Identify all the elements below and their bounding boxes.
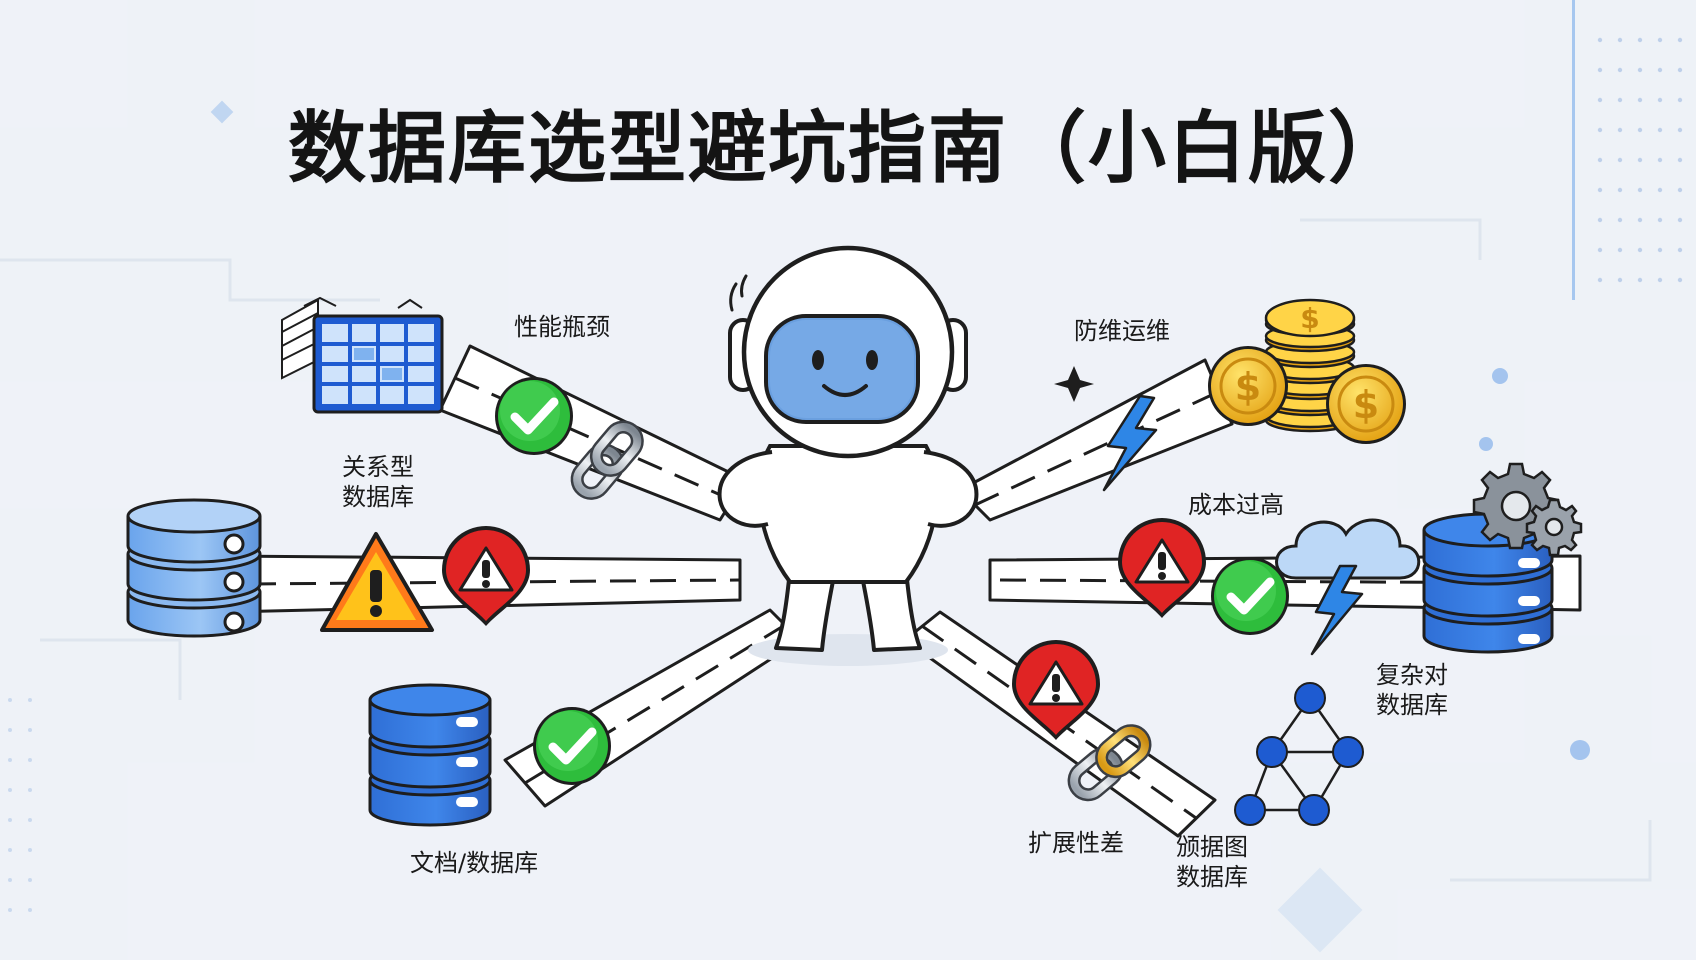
label-graph-line2: 数据库: [1176, 863, 1248, 891]
label-performance: 性能瓶颈: [514, 313, 610, 341]
label-graph: 颁据图 数据库: [1176, 832, 1248, 892]
label-complex: 复杂对 数据库: [1376, 660, 1448, 720]
label-relational-line1: 关系型: [342, 453, 414, 481]
check-icon-performance: [495, 377, 573, 455]
label-cost: 成本过高: [1188, 491, 1284, 519]
label-complex-line1: 复杂对: [1376, 661, 1448, 689]
label-relational: 关系型 数据库: [342, 452, 414, 512]
check-icon-document: [533, 707, 611, 785]
svg-text:$: $: [1300, 302, 1319, 335]
spreadsheet-table-icon: [281, 296, 444, 414]
label-document: 文档/数据库: [410, 849, 539, 877]
robot-astronaut-mascot: [717, 245, 979, 666]
cloud-icon: [1275, 518, 1421, 580]
graph-network-icon: [1234, 682, 1364, 826]
warning-triangle-icon: [320, 532, 434, 632]
label-maintenance: 防维运维: [1074, 317, 1170, 345]
label-relational-line2: 数据库: [342, 483, 414, 511]
gear-icon: [1472, 462, 1583, 557]
label-scalability: 扩展性差: [1028, 829, 1124, 857]
sparkle-icon: [1054, 366, 1094, 402]
label-graph-line1: 颁据图: [1176, 833, 1248, 861]
lightning-bolt-icon: [1102, 394, 1364, 656]
check-icon-complex: [1211, 557, 1289, 635]
label-complex-line2: 数据库: [1376, 691, 1448, 719]
gold-coins-icon: $: [1206, 298, 1408, 446]
database-cylinder-icon-document: [368, 683, 492, 827]
chain-link-icon-graph: [1067, 724, 1152, 802]
database-cylinder-icon-left: [126, 498, 262, 638]
page-title: 数据库选型避坑指南（小白版）: [287, 104, 1408, 194]
